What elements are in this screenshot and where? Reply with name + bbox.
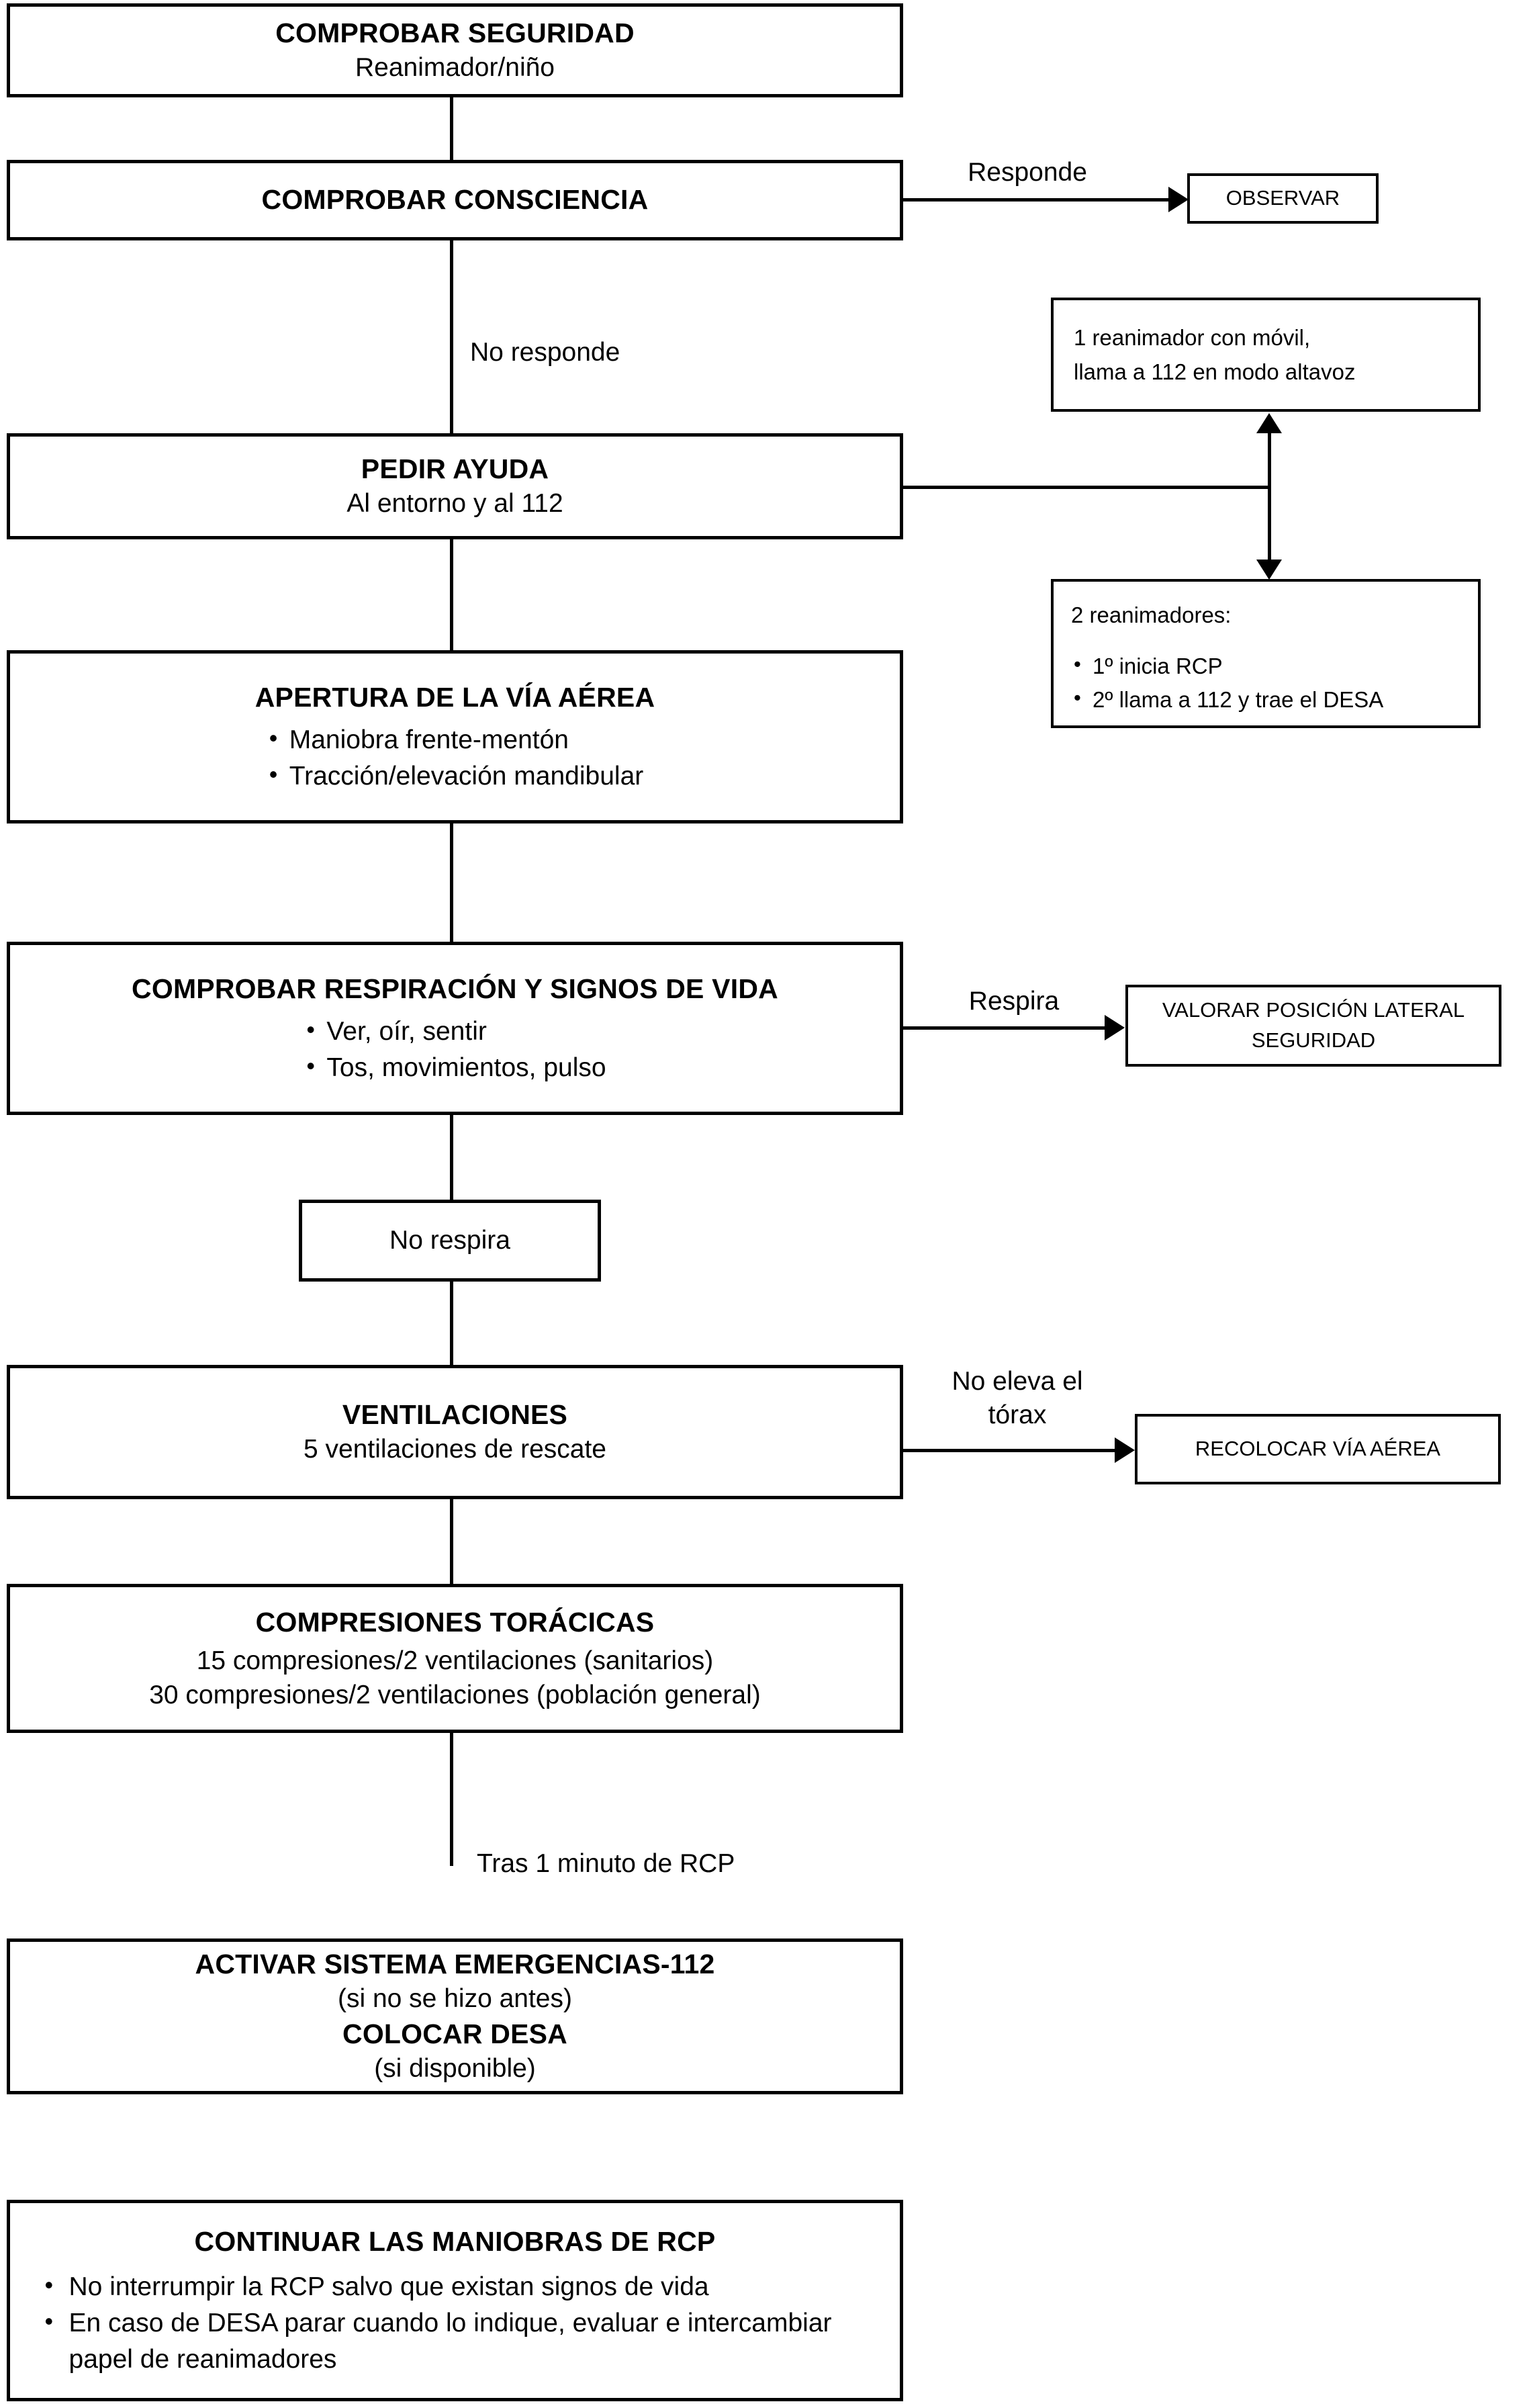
comprobar-respiracion-title: COMPROBAR RESPIRACIÓN Y SIGNOS DE VIDA xyxy=(132,973,778,1004)
apertura-via-aerea-title: APERTURA DE LA VÍA AÉREA xyxy=(254,681,655,713)
edge-no-eleva-arrowhead xyxy=(1115,1437,1135,1463)
edge-respira-line xyxy=(903,1026,1108,1030)
activar-sistema-title1: ACTIVAR SISTEMA EMERGENCIAS-112 xyxy=(195,1949,715,1980)
connector-apertura-respiracion xyxy=(450,822,453,943)
node-compresiones-toracicas[interactable]: COMPRESIONES TORÁCICAS 15 compresiones/2… xyxy=(7,1584,903,1733)
connector-norespira-ventilaciones xyxy=(450,1280,453,1367)
edge-label-no-responde: No responde xyxy=(470,338,620,367)
node-valorar-posicion-lateral[interactable]: VALORAR POSICIÓN LATERAL SEGURIDAD xyxy=(1125,985,1501,1067)
un-reanimador-line1: 1 reanimador con móvil, xyxy=(1074,324,1311,350)
edge-double-arrow-shaft xyxy=(1268,433,1271,561)
connector-consciencia-pedirayuda xyxy=(450,239,453,434)
edge-label-respira: Respira xyxy=(968,987,1060,1016)
dos-reanimadores-heading: 2 reanimadores: xyxy=(1071,603,1232,627)
list-item: Tracción/elevación mandibular xyxy=(267,758,644,795)
node-comprobar-seguridad[interactable]: COMPROBAR SEGURIDAD Reanimador/niño xyxy=(7,3,903,97)
node-un-reanimador[interactable]: 1 reanimador con móvil, llama a 112 en m… xyxy=(1051,298,1481,412)
pedir-ayuda-title: PEDIR AYUDA xyxy=(361,453,549,484)
edge-label-responde: Responde xyxy=(968,158,1087,187)
comprobar-consciencia-title: COMPROBAR CONSCIENCIA xyxy=(261,184,649,216)
edge-pedirayuda-line xyxy=(903,486,1271,489)
node-apertura-via-aerea[interactable]: APERTURA DE LA VÍA AÉREA Maniobra frente… xyxy=(7,650,903,823)
node-continuar-rcp[interactable]: CONTINUAR LAS MANIOBRAS DE RCP No interr… xyxy=(7,2200,903,2401)
node-comprobar-respiracion[interactable]: COMPROBAR RESPIRACIÓN Y SIGNOS DE VIDA V… xyxy=(7,942,903,1115)
node-ventilaciones[interactable]: VENTILACIONES 5 ventilaciones de rescate xyxy=(7,1365,903,1499)
list-item: Tos, movimientos, pulso xyxy=(304,1049,606,1086)
compresiones-toracicas-line1: 15 compresiones/2 ventilaciones (sanitar… xyxy=(196,1646,714,1675)
observar-label: OBSERVAR xyxy=(1225,186,1340,210)
edge-no-eleva-line xyxy=(903,1449,1118,1452)
node-no-respira[interactable]: No respira xyxy=(299,1200,601,1282)
node-recolocar-via-aerea[interactable]: RECOLOCAR VÍA AÉREA xyxy=(1135,1414,1501,1484)
edge-label-no-eleva-torax: No eleva el tórax xyxy=(952,1367,1083,1429)
comprobar-respiracion-bullets: Ver, oír, sentir Tos, movimientos, pulso xyxy=(304,1013,606,1086)
valorar-posicion-line1: VALORAR POSICIÓN LATERAL xyxy=(1162,998,1465,1022)
activar-sistema-sub1: (si no se hizo antes) xyxy=(337,1984,572,2014)
un-reanimador-line2: llama a 112 en modo altavoz xyxy=(1074,359,1356,384)
edge-double-arrow-up-head xyxy=(1256,413,1282,433)
pedir-ayuda-subtitle: Al entorno y al 112 xyxy=(346,489,563,519)
node-comprobar-consciencia[interactable]: COMPROBAR CONSCIENCIA xyxy=(7,160,903,240)
activar-sistema-title2: COLOCAR DESA xyxy=(342,2018,567,2049)
connector-respiracion-norespira xyxy=(450,1114,453,1201)
connector-pedirayuda-apertura xyxy=(450,537,453,652)
list-item: 2º llama a 112 y trae el DESA xyxy=(1071,682,1383,717)
list-item: Ver, oír, sentir xyxy=(304,1013,606,1050)
ventilaciones-subtitle: 5 ventilaciones de rescate xyxy=(304,1435,606,1464)
node-dos-reanimadores[interactable]: 2 reanimadores: 1º inicia RCP 2º llama a… xyxy=(1051,579,1481,728)
comprobar-seguridad-subtitle: Reanimador/niño xyxy=(355,53,555,83)
connector-ventilaciones-compresiones xyxy=(450,1498,453,1585)
edge-responde-line xyxy=(903,198,1172,202)
node-observar[interactable]: OBSERVAR xyxy=(1187,173,1379,224)
connector-seguridad-consciencia xyxy=(450,94,453,161)
edge-respira-arrowhead xyxy=(1105,1015,1125,1040)
compresiones-toracicas-line2: 30 compresiones/2 ventilaciones (poblaci… xyxy=(149,1680,761,1709)
list-item: No interrumpir la RCP salvo que existan … xyxy=(42,2268,868,2305)
apertura-via-aerea-bullets: Maniobra frente-mentón Tracción/elevació… xyxy=(267,721,644,795)
continuar-rcp-bullets: No interrumpir la RCP salvo que existan … xyxy=(42,2268,868,2378)
connector-compresiones-activar xyxy=(450,1732,453,1866)
valorar-posicion-line2: SEGURIDAD xyxy=(1251,1028,1376,1052)
comprobar-seguridad-title: COMPROBAR SEGURIDAD xyxy=(275,17,635,48)
activar-sistema-sub2: (si disponible) xyxy=(374,2054,536,2084)
no-respira-label: No respira xyxy=(389,1225,510,1255)
list-item: En caso de DESA parar cuando lo indique,… xyxy=(42,2305,868,2378)
list-item: Maniobra frente-mentón xyxy=(267,721,644,758)
compresiones-toracicas-title: COMPRESIONES TORÁCICAS xyxy=(255,1606,655,1638)
node-activar-sistema[interactable]: ACTIVAR SISTEMA EMERGENCIAS-112 (si no s… xyxy=(7,1938,903,2094)
dos-reanimadores-bullets: 1º inicia RCP 2º llama a 112 y trae el D… xyxy=(1071,649,1383,717)
recolocar-via-aerea-label: RECOLOCAR VÍA AÉREA xyxy=(1195,1437,1441,1461)
ventilaciones-title: VENTILACIONES xyxy=(342,1399,568,1430)
list-item: 1º inicia RCP xyxy=(1071,649,1383,683)
edge-responde-arrowhead xyxy=(1168,187,1189,212)
edge-double-arrow-down-head xyxy=(1256,560,1282,580)
node-pedir-ayuda[interactable]: PEDIR AYUDA Al entorno y al 112 xyxy=(7,433,903,539)
continuar-rcp-title: CONTINUAR LAS MANIOBRAS DE RCP xyxy=(194,2225,716,2257)
edge-label-tras-1-minuto: Tras 1 minuto de RCP xyxy=(477,1849,735,1878)
